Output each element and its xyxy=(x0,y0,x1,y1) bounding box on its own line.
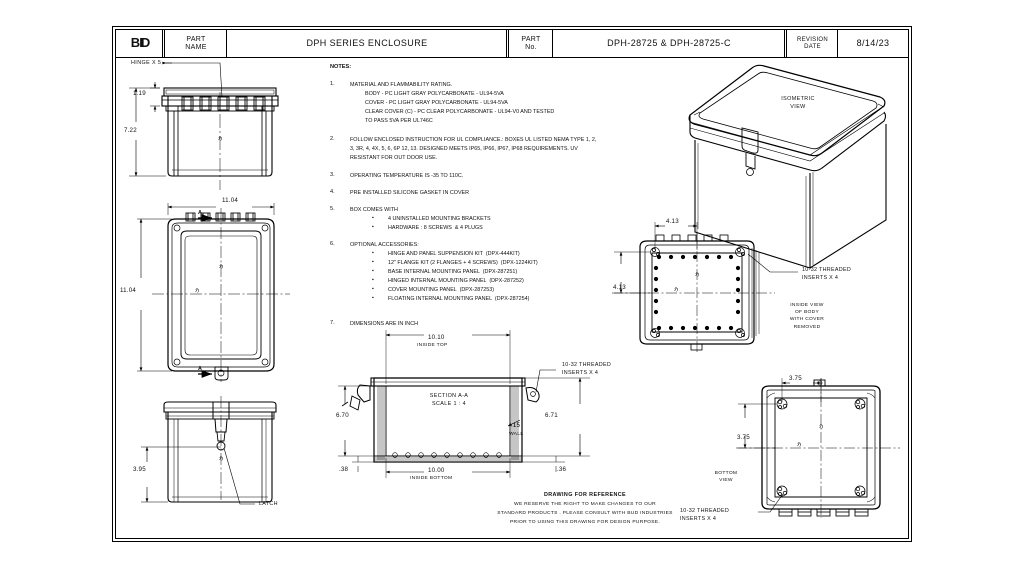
note-6-bullet-5: COVER MOUNTING PANEL (DPX-287253) xyxy=(388,287,495,293)
note-1-line-2: COVER - PC LIGHT GRAY POLYCARBONATE - UL… xyxy=(365,100,508,106)
note-6-bullet-1: HINGE AND PANEL SUPPENSION KIT (DPX-444K… xyxy=(388,251,520,257)
label-inside-bottom: INSIDE BOTTOM xyxy=(410,476,453,481)
tb-divider-3 xyxy=(506,30,509,57)
tb-divider-1 xyxy=(162,30,165,57)
tb-divider-6 xyxy=(837,30,838,57)
tb-divider-4 xyxy=(552,30,553,57)
dim-wall-15: .15 xyxy=(511,422,521,429)
title-block-bottom-rule xyxy=(116,57,908,58)
dim-inside-bottom: 10.00 xyxy=(428,467,445,474)
note-title-5: BOX COMES WITH xyxy=(350,207,398,213)
dim-section-left-6-70: 6.70 xyxy=(336,412,349,419)
dim-front-height-11-04: 11.04 xyxy=(120,287,137,294)
bullet-glyph: ▪ xyxy=(372,259,374,265)
callout-latch: LATCH xyxy=(259,501,278,507)
dim-section-right-6-71: 6.71 xyxy=(545,412,558,419)
disclaimer-line-1: WE RESERVE THE RIGHT TO MAKE CHANGES TO … xyxy=(514,502,656,507)
bullet-glyph: ▪ xyxy=(372,250,374,256)
bullet-glyph: ▪ xyxy=(372,277,374,283)
section-letter-bottom: A xyxy=(198,366,203,372)
bullet-glyph: ▪ xyxy=(372,286,374,292)
note-1-line-3: CLEAR COVER (C) - PC CLEAR POLYCARBONATE… xyxy=(365,109,555,115)
note-num-6: 6. xyxy=(330,241,335,247)
section-scale: SCALE 1 : 4 xyxy=(431,401,467,407)
bullet-glyph: ▪ xyxy=(372,224,374,230)
note-title-1: MATERIAL AND FLAMMABILITY RATING. xyxy=(350,82,453,88)
note-6-bullet-6: FLOATING INTERNAL MOUNTING PANEL (DPX-28… xyxy=(388,296,530,302)
note-title-3: OPERATING TEMPERATURE IS -35 TO 110C. xyxy=(350,173,464,179)
note-2-line-2: RESISTANT FOR OUT DOOR USE. xyxy=(350,155,438,161)
revision-date-value: 8/14/23 xyxy=(856,37,890,48)
part-name-value: DPH SERIES ENCLOSURE xyxy=(306,37,428,48)
company-logo: BID xyxy=(130,35,150,51)
notes-heading: NOTES: xyxy=(330,64,352,70)
bullet-glyph: ▪ xyxy=(372,268,374,274)
note-5-bullet-1: 4 UNINSTALLED MOUNTING BRACKETS xyxy=(388,216,491,222)
dim-inside-h-4-13: 4.13 xyxy=(666,218,679,225)
note-num-3: 3. xyxy=(330,172,335,178)
dim-inside-v-4-13: 4.13 xyxy=(613,284,626,291)
section-title: SECTION A-A xyxy=(429,393,469,399)
tb-divider-5 xyxy=(784,30,787,57)
note-1-line-1: BODY - PC LIGHT GRAY POLYCARBONATE - UL9… xyxy=(365,91,504,97)
note-title-4: PRE INSTALLED SILICONE GASKET IN COVER xyxy=(350,190,470,196)
note-6-bullet-3: BASE INTERNAL MOUNTING PANEL (DPX-287251… xyxy=(388,269,518,275)
note-6-bullet-2: 12" FLANGE KIT (2 FLANGES + 4 SCREWS) (D… xyxy=(388,260,538,266)
dim-front-width-11-04: 11.04 xyxy=(222,197,239,204)
note-2-line-1: 3, 3R, 4, 4X, 5, 6, 6P 12, 13. DESIGNED … xyxy=(350,146,578,152)
dim-inside-top: 10.10 xyxy=(428,334,445,341)
disclaimer-heading: DRAWING FOR REFERENCE xyxy=(543,492,627,498)
dim-bottom-v-3-75: 3.75 xyxy=(737,434,750,441)
dim-bottom-left-3-95: 3.95 xyxy=(133,466,146,473)
section-letter-top: A xyxy=(198,210,203,216)
dim-lip-1-19: 1.19 xyxy=(133,90,146,97)
note-num-1: 1. xyxy=(330,81,335,87)
disclaimer-line-3: PRIOR TO USING THIS DRAWING FOR DESIGN P… xyxy=(509,520,661,525)
right-margin xyxy=(928,0,1024,571)
dim-height-7-22: 7.22 xyxy=(124,127,137,134)
note-num-4: 4. xyxy=(330,189,335,195)
note-6-bullet-4: HINGED INTERNAL MOUNTING PANEL (DPX-2872… xyxy=(388,278,524,284)
part-no-value: DPH-28725 & DPH-28725-C xyxy=(607,37,731,48)
drawing-border-inner xyxy=(115,29,909,539)
note-5-bullet-2: HARDWARE : 8 SCREWS & 4 PLUGS xyxy=(388,225,483,231)
note-title-6: OPTIONAL ACCESSORIES: xyxy=(350,242,419,248)
tb-divider-2 xyxy=(226,30,227,57)
note-title-7: DIMENSIONS ARE IN INCH xyxy=(350,321,418,327)
dim-flange-38: .38 xyxy=(339,466,349,473)
note-title-2: FOLLOW ENCLOSED INSTRUCTION FOR UL COMPL… xyxy=(350,137,597,143)
bullet-glyph: ▪ xyxy=(372,215,374,221)
note-num-2: 2. xyxy=(330,136,335,142)
dim-base-36: .36 xyxy=(557,466,567,473)
bullet-glyph: ▪ xyxy=(372,295,374,301)
dim-bottom-h-3-75: 3.75 xyxy=(789,375,802,382)
label-inside-top: INSIDE TOP xyxy=(417,343,448,348)
disclaimer-line-2: STANDARD PRODUCTS . PLEASE CONSULT WITH … xyxy=(497,511,673,516)
label-wall: WALL xyxy=(509,432,524,437)
note-1-line-4: TO PASS 5VA PER UL746C xyxy=(365,118,433,124)
left-margin xyxy=(0,0,110,571)
drawing-border-outer xyxy=(112,26,912,542)
callout-hinge: HINGE X 5 xyxy=(131,60,162,66)
note-num-5: 5. xyxy=(330,206,335,212)
note-num-7: 7. xyxy=(330,320,335,326)
